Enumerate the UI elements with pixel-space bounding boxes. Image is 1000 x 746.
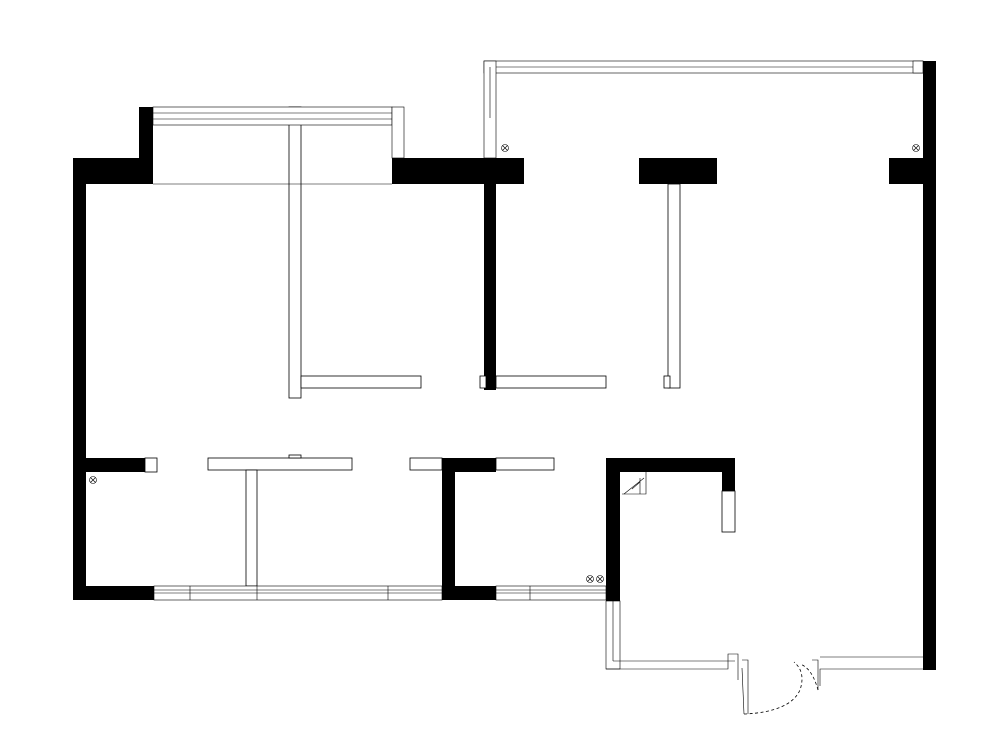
partition-left-stub [144,457,158,473]
pipe-shaft-icon [501,144,509,152]
wall-kitchen-right [722,458,735,491]
partition-bath-top-right [495,457,555,471]
partition-bedroom1-vertical [288,106,302,399]
wall-top-left-pillar [139,107,153,184]
partition-bedroom2-closet [495,375,607,389]
partition-room-divider [245,469,258,587]
partition-living-stub [663,375,671,389]
wall-bath-left [442,458,455,600]
windows [152,60,924,714]
partition-corridor-top [207,457,353,471]
pipe-shaft-icons [89,144,920,583]
wall-bedroom-divider [484,158,496,390]
entry-walls [605,600,923,714]
swing-door-icon [741,661,819,715]
structural-walls [73,61,936,670]
wall-top-column [639,158,717,184]
wall-kitchen-left [606,458,620,601]
wall-top-right [889,158,925,184]
wall-left-exterior [73,158,86,600]
wall-right-exterior [923,61,936,670]
wall-bath-bottom [442,586,496,600]
wall-kitchen-top [606,458,735,472]
pipe-shaft-icon [596,575,604,583]
pipe-shaft-icon [912,144,920,152]
partition-living-vertical [667,183,681,389]
partition-bath-top-left [409,457,443,471]
wall-top-middle [392,158,524,184]
partition-bedroom2-stub [479,375,487,389]
window-top-right-balcony [483,60,924,159]
wall-bath-top [442,458,496,472]
partition-corridor-cap [288,454,302,459]
wall-bottom-left [73,586,154,600]
window-bottom-bath [495,585,607,601]
wall-left-mid [73,458,145,472]
partition-bedroom1-closet [300,375,422,389]
partition-walls [144,106,736,587]
window-bottom-left [153,585,443,601]
kitchen-corner-icon [622,472,647,495]
partition-kitchen-stub [721,490,736,533]
window-top-left-balcony [152,106,405,185]
pipe-shaft-icon [89,476,97,484]
pipe-shaft-icon [586,575,594,583]
